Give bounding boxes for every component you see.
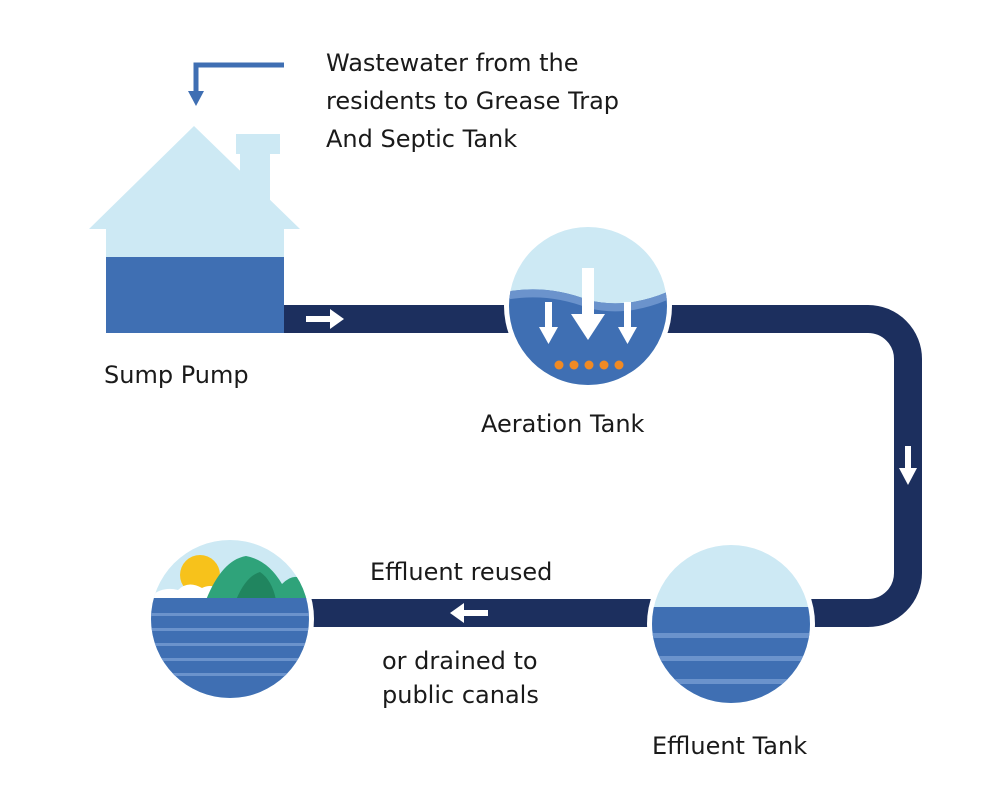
house-water-level [106,257,284,333]
air-bubbles-icon [554,360,624,370]
aeration-arrow-icon [539,268,637,344]
intro-line-1: Wastewater from the [326,49,579,77]
outlet-reuse-label: Effluent reused [370,558,553,586]
intro-line-2: residents to Grease Trap [326,87,620,115]
inflow-arrow-icon [188,62,284,106]
effluent-tank-label: Effluent Tank [652,732,808,760]
flow-arrow-right [306,309,344,329]
outlet-drain-label: or drained to public canals [382,644,539,712]
water-ripples [652,633,810,684]
sump-pump-label: Sump Pump [104,361,249,389]
flow-arrow-down [899,446,917,485]
outlet-drain-line-1: or drained to [382,647,538,675]
intro-text: Wastewater from the residents to Grease … [326,44,619,158]
cloud-icon [151,584,226,600]
aeration-tank-icon [504,222,672,390]
outlet-drain-line-2: public canals [382,681,539,709]
effluent-tank-icon [647,540,815,708]
flow-arrow-left [450,603,488,623]
house-icon [89,126,300,333]
chimney [236,134,280,154]
intro-line-3: And Septic Tank [326,125,518,153]
canal-scene-icon [146,535,314,703]
aeration-tank-label: Aeration Tank [481,410,645,438]
